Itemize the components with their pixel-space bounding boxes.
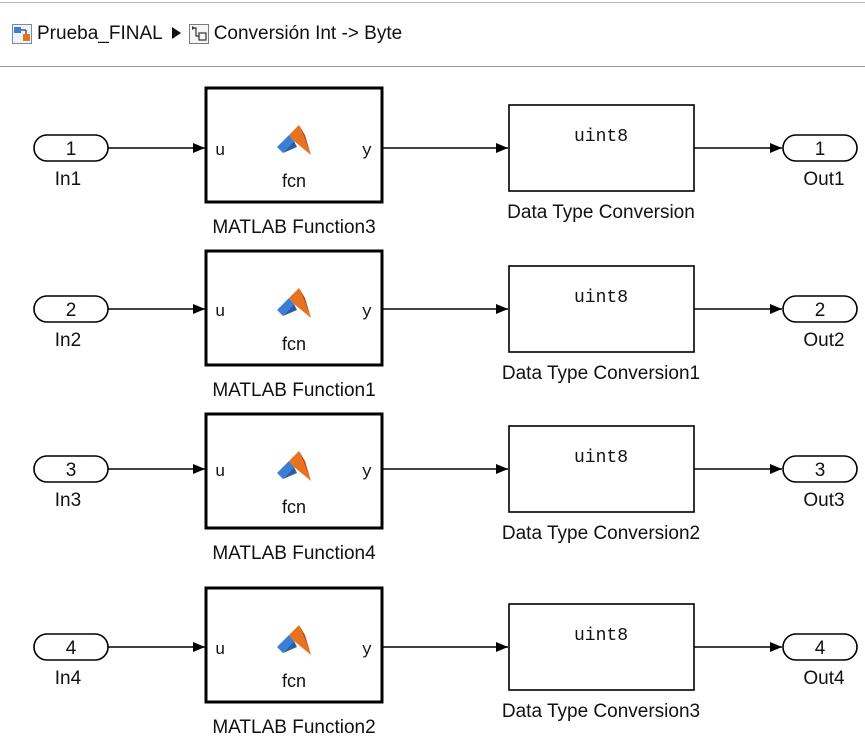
outport-shape[interactable]	[782, 455, 858, 483]
inport-number: 3	[66, 460, 77, 481]
conversion-block-name: Data Type Conversion	[507, 202, 695, 223]
function-block-name: MATLAB Function1	[212, 380, 375, 401]
conversion-type-label: uint8	[574, 288, 628, 308]
outport-number: 3	[815, 460, 826, 481]
outport-name: Out3	[803, 490, 844, 511]
conversion-type-label: uint8	[574, 626, 628, 646]
conversion-type-label: uint8	[574, 127, 628, 147]
function-label: fcn	[282, 497, 306, 517]
outport-block[interactable]: 3	[782, 455, 858, 483]
function-block-name: MATLAB Function2	[212, 717, 375, 738]
model-icon	[12, 24, 32, 44]
outport-name: Out2	[803, 330, 844, 351]
outport-block[interactable]: 4	[782, 633, 858, 661]
inport-name: In1	[55, 169, 81, 190]
breadcrumb: Prueba_FINAL Conversión Int -> Byte	[12, 14, 402, 54]
function-block-shape[interactable]	[204, 586, 384, 704]
outport-number: 1	[815, 139, 826, 160]
inport-name: In4	[55, 668, 82, 689]
conversion-block-name: Data Type Conversion3	[502, 701, 700, 722]
conversion-block-shape[interactable]	[508, 104, 695, 192]
data-type-conversion-block[interactable]: uint8	[508, 425, 695, 513]
function-input-port-label: u	[215, 641, 225, 660]
outport-shape[interactable]	[782, 295, 858, 323]
subsystem-icon	[188, 24, 209, 44]
function-label: fcn	[282, 171, 306, 191]
toolbar-bottom-border	[0, 66, 865, 67]
function-output-port-label: y	[362, 463, 372, 482]
conversion-block-shape[interactable]	[508, 603, 695, 691]
function-input-port-label: u	[215, 142, 225, 161]
outport-name: Out4	[803, 668, 845, 689]
outport-name: Out1	[803, 169, 844, 190]
toolbar-top-border	[0, 2, 865, 3]
matlab-function-block[interactable]: u y fcn	[204, 249, 384, 367]
breadcrumb-item-root[interactable]: Prueba_FINAL	[37, 23, 163, 44]
function-input-port-label: u	[215, 463, 225, 482]
data-type-conversion-block[interactable]: uint8	[508, 603, 695, 691]
conversion-block-shape[interactable]	[508, 425, 695, 513]
inport-number: 2	[66, 300, 77, 321]
outport-block[interactable]: 1	[782, 134, 858, 162]
breadcrumb-separator-icon	[171, 23, 181, 45]
inport-number: 1	[66, 139, 77, 160]
inport-block[interactable]: 2	[33, 295, 109, 323]
conversion-block-shape[interactable]	[508, 265, 695, 353]
function-output-port-label: y	[362, 142, 372, 161]
function-output-port-label: y	[362, 303, 372, 322]
outport-block[interactable]: 2	[782, 295, 858, 323]
function-label: fcn	[282, 334, 306, 354]
outport-number: 4	[815, 638, 826, 659]
outport-number: 2	[815, 300, 826, 321]
breadcrumb-item-current[interactable]: Conversión Int -> Byte	[213, 23, 403, 44]
inport-block[interactable]: 4	[33, 633, 109, 661]
data-type-conversion-block[interactable]: uint8	[508, 265, 695, 353]
function-output-port-label: y	[362, 641, 372, 660]
inport-name: In2	[55, 330, 81, 351]
conversion-block-name: Data Type Conversion2	[502, 523, 700, 544]
outport-shape[interactable]	[782, 134, 858, 162]
data-type-conversion-block[interactable]: uint8	[508, 104, 695, 192]
conversion-block-name: Data Type Conversion1	[502, 363, 700, 384]
function-label: fcn	[282, 671, 306, 691]
inport-number: 4	[66, 638, 77, 659]
function-block-shape[interactable]	[204, 86, 384, 204]
function-block-name: MATLAB Function3	[212, 217, 375, 238]
inport-block[interactable]: 3	[33, 455, 109, 483]
matlab-function-block[interactable]: u y fcn	[204, 586, 384, 704]
inport-name: In3	[55, 490, 81, 511]
matlab-function-block[interactable]: u y fcn	[204, 412, 384, 530]
function-input-port-label: u	[215, 303, 225, 322]
function-block-name: MATLAB Function4	[212, 543, 376, 564]
inport-block[interactable]: 1	[33, 134, 109, 162]
matlab-function-block[interactable]: u y fcn	[204, 86, 384, 204]
conversion-type-label: uint8	[574, 448, 628, 468]
outport-shape[interactable]	[782, 633, 858, 661]
